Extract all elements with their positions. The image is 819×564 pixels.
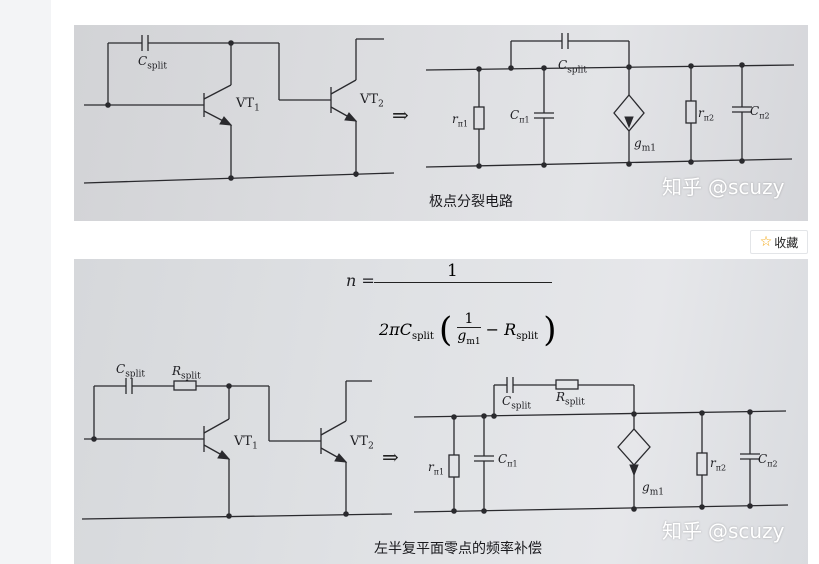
label2-csplit-right: Csplit (502, 394, 531, 412)
label2-vt2: VT2 (350, 434, 374, 452)
star-outline-icon: ☆ (759, 234, 773, 250)
equivalent-arrow-2: ⇒ (382, 445, 399, 469)
label2-rsplit-right: Rsplit (556, 390, 585, 408)
formula-denominator: 2πCsplit ( 1 gm1 − Rsplit ) (379, 310, 557, 350)
label2-rsplit-left: Rsplit (172, 364, 201, 382)
equivalent-arrow: ⇒ (392, 103, 409, 127)
watermark: 知乎@scuzy (662, 175, 785, 199)
label2-cpi2: Cπ2 (758, 452, 778, 469)
label-rpi2: rπ2 (698, 106, 715, 123)
pole-splitting-circuit-image: Csplit VT1 VT2 ⇒ Csplit rπ1 Cπ1 gm1 rπ2 … (74, 25, 808, 221)
collect-button[interactable]: ☆ 收藏 (750, 230, 808, 254)
label-csplit-right: Csplit (558, 58, 587, 76)
formula-lhs: n = (346, 271, 375, 290)
label2-cpi1: Cπ1 (498, 452, 518, 469)
label-vt1: VT1 (236, 96, 260, 114)
label2-csplit-left: Csplit (116, 362, 145, 380)
lhp-zero-schematic (81, 377, 789, 520)
label-gm1: gm1 (634, 136, 656, 154)
label-csplit-left: Csplit (138, 54, 167, 72)
figure1-caption: 极点分裂电路 (429, 194, 513, 210)
pole-splitting-schematic (83, 33, 795, 184)
label2-rpi1: rπ1 (428, 460, 445, 477)
label-vt2: VT2 (360, 92, 384, 110)
label2-gm1: gm1 (642, 480, 664, 498)
label2-rpi2: rπ2 (710, 456, 727, 473)
formula: 1 2πCsplit ( 1 gm1 − Rsplit ) (357, 261, 567, 350)
collect-label: 收藏 (774, 235, 799, 250)
lhp-zero-compensation-image: n = 1 2πCsplit ( 1 gm1 − Rsplit ) (74, 259, 808, 564)
label-cpi1: Cπ1 (510, 108, 530, 125)
formula-fraction-bar (374, 282, 552, 283)
label-cpi2: Cπ2 (750, 104, 770, 121)
formula-numerator: 1 (447, 261, 458, 281)
label-rpi1: rπ1 (452, 112, 469, 129)
label2-vt1: VT1 (234, 434, 258, 452)
figure2-caption: 左半复平面零点的频率补偿 (374, 541, 542, 557)
watermark-2: 知乎@scuzy (662, 519, 785, 543)
left-sidebar (0, 0, 51, 564)
